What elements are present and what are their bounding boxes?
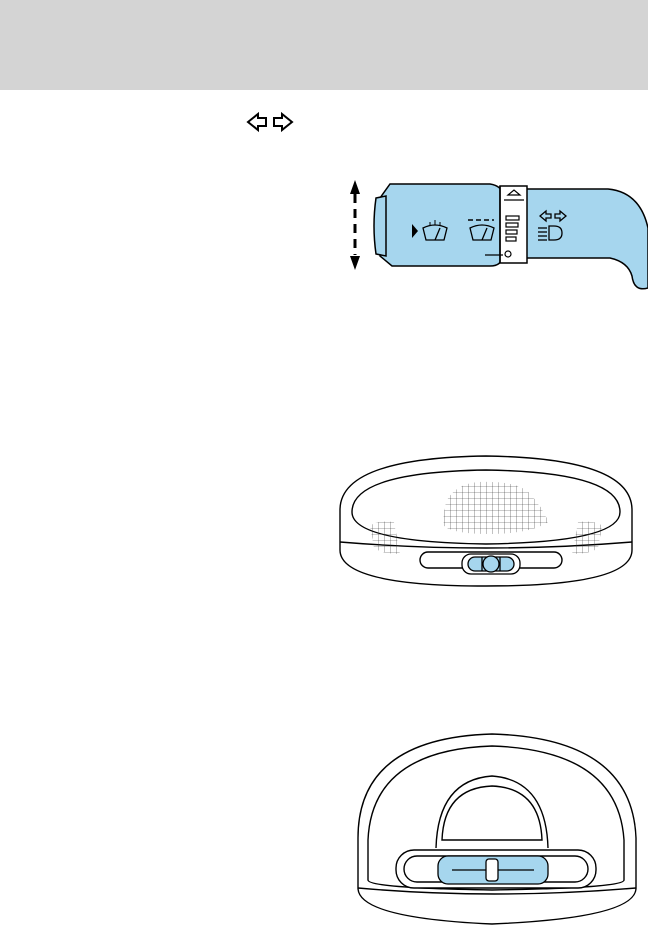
front-dome-lamp-illustration xyxy=(330,450,642,590)
dome-lamp-switch-icon xyxy=(462,554,520,574)
cargo-lamp-illustration xyxy=(352,728,642,930)
right-turn-arrow-icon xyxy=(274,114,292,130)
turn-signal-arrows xyxy=(244,110,296,134)
cargo-lamp-switch-icon xyxy=(438,856,548,884)
multifunction-lever-illustration xyxy=(340,170,648,295)
left-turn-arrow-icon xyxy=(248,114,266,130)
up-down-arrow-icon xyxy=(350,180,360,270)
page-header-band xyxy=(0,0,648,90)
cargo-lamp-housing xyxy=(358,734,636,924)
